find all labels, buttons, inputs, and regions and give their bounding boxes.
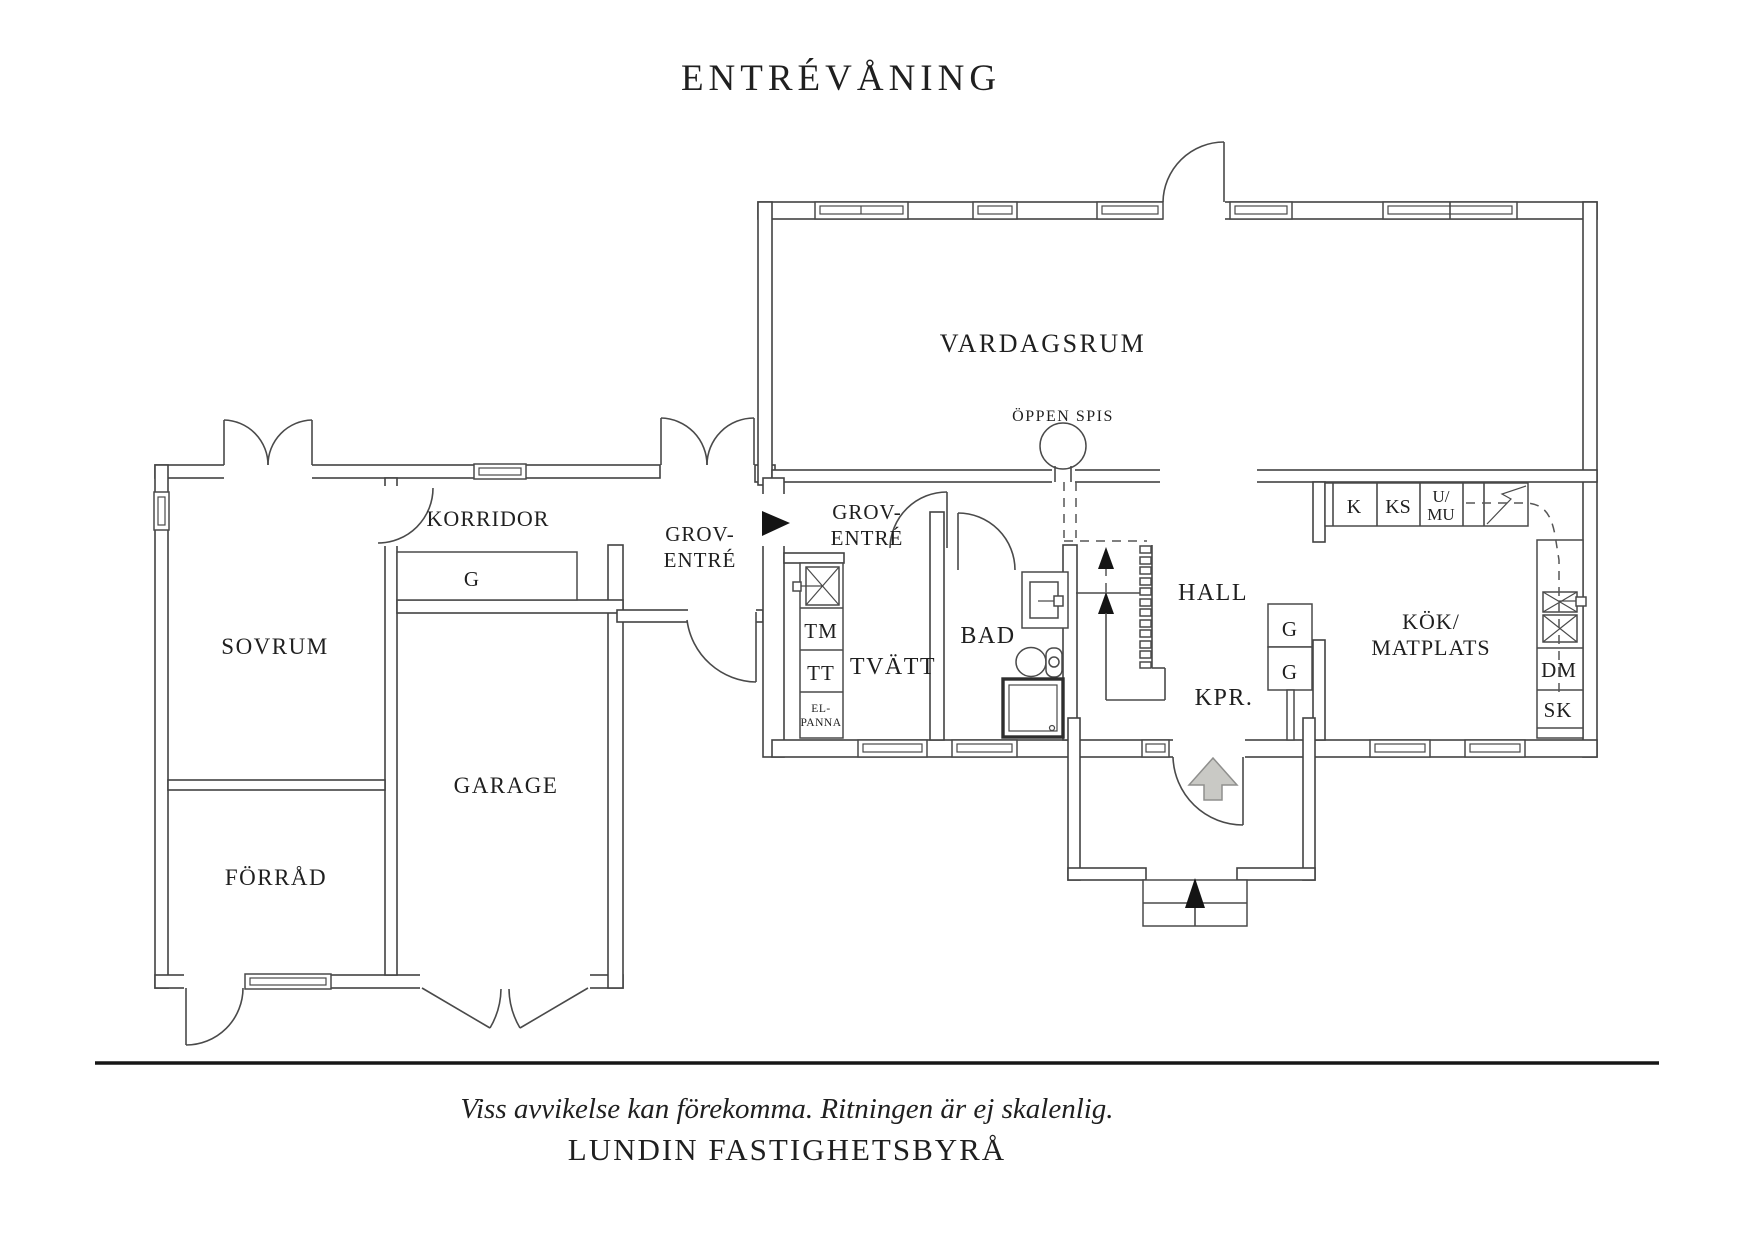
label-sk: SK	[1544, 698, 1573, 722]
stair-treads	[1139, 545, 1152, 669]
window	[951, 739, 1018, 758]
label-elpanna-1: EL-	[811, 703, 830, 715]
label-groventre-east-2: ENTRÉ	[831, 526, 904, 550]
entrance-arrow-icon	[1187, 756, 1239, 801]
bathroom-fixtures	[1001, 571, 1069, 739]
door	[377, 487, 434, 544]
label-kpr: KPR.	[1195, 685, 1254, 711]
label-ks: KS	[1385, 496, 1411, 518]
toilet-icon	[1015, 646, 1063, 678]
label-bad: BAD	[960, 623, 1015, 649]
label-korridor: KORRIDOR	[427, 506, 550, 531]
window	[1096, 201, 1164, 220]
window	[153, 491, 170, 531]
kitchen-cabinets-right	[1536, 539, 1587, 739]
window	[244, 973, 332, 990]
bathroom-sink-icon	[1021, 571, 1069, 629]
door	[185, 987, 244, 1046]
label-umu-1: U/	[1433, 487, 1450, 506]
entrance-porch	[1142, 756, 1248, 927]
kitchen-sink-icon	[1542, 591, 1587, 643]
wall-openings	[184, 200, 1257, 990]
window	[1382, 201, 1518, 220]
label-groventre-west-2: ENTRÉ	[664, 548, 737, 572]
window	[972, 201, 1018, 220]
label-hall-g2: G	[1282, 660, 1298, 684]
hall-closets	[1267, 603, 1313, 741]
garage-doors	[421, 987, 589, 1029]
room-labels: VARDAGSRUM ÖPPEN SPIS KORRIDOR G SOVRUM …	[221, 329, 1490, 890]
label-garage: GARAGE	[454, 773, 559, 798]
stairs-icon	[1063, 482, 1166, 701]
laundry-appliances	[792, 562, 844, 739]
label-tm: TM	[804, 619, 838, 643]
label-umu-2: MU	[1427, 505, 1454, 524]
double-door	[223, 419, 313, 466]
doors	[185, 141, 1244, 1046]
windows	[153, 201, 1526, 990]
fireplace-icon	[1039, 422, 1087, 482]
fixture-labels: TM TT EL- PANNA K KS U/ MU DM SK G G	[800, 487, 1577, 729]
window	[1229, 201, 1293, 220]
door	[1162, 141, 1225, 203]
window	[1464, 739, 1526, 758]
door	[957, 512, 1016, 571]
page-title: ENTRÉVÅNING	[681, 57, 1001, 99]
label-tt: TT	[807, 661, 835, 685]
window	[857, 739, 928, 758]
step-arrow-icon	[1185, 878, 1205, 908]
label-closet-g: G	[464, 567, 480, 591]
footer-disclaimer: Viss avvikelse kan förekomma. Ritningen …	[460, 1093, 1113, 1125]
shower-icon	[1001, 677, 1065, 739]
closet-g	[396, 551, 578, 601]
label-oppen-spis: ÖPPEN SPIS	[1012, 407, 1114, 425]
kitchen-cabinets-top	[1324, 482, 1529, 527]
label-sovrum: SOVRUM	[221, 634, 328, 659]
label-dm: DM	[1541, 658, 1577, 682]
laundry-sink-icon	[792, 566, 840, 606]
vent-dashed-line	[1466, 502, 1560, 698]
entry-direction-arrow-icon	[762, 511, 790, 536]
window	[473, 463, 527, 480]
footer: Viss avvikelse kan förekomma. Ritningen …	[95, 1061, 1659, 1167]
walls	[154, 201, 1598, 989]
label-vardagsrum: VARDAGSRUM	[940, 329, 1147, 358]
window	[1141, 739, 1170, 758]
window	[814, 201, 909, 220]
door	[686, 612, 757, 683]
door	[1172, 756, 1244, 826]
label-groventre-west-1: GROV-	[665, 522, 735, 546]
label-k: K	[1347, 496, 1362, 518]
label-kok-2: MATPLATS	[1371, 635, 1490, 660]
window	[1369, 739, 1431, 758]
label-groventre-east-1: GROV-	[832, 500, 902, 524]
label-forrad: FÖRRÅD	[225, 865, 327, 890]
label-elpanna-2: PANNA	[800, 717, 841, 729]
label-hall-g1: G	[1282, 617, 1298, 641]
label-hall: HALL	[1178, 580, 1248, 606]
door	[889, 491, 948, 549]
basement-stair-symbol	[1486, 485, 1527, 525]
label-tvatt: TVÄTT	[850, 654, 936, 680]
label-kok-1: KÖK/	[1402, 609, 1460, 634]
footer-brand: LUNDIN FASTIGHETSBYRÅ	[568, 1132, 1006, 1167]
double-door	[660, 417, 755, 466]
